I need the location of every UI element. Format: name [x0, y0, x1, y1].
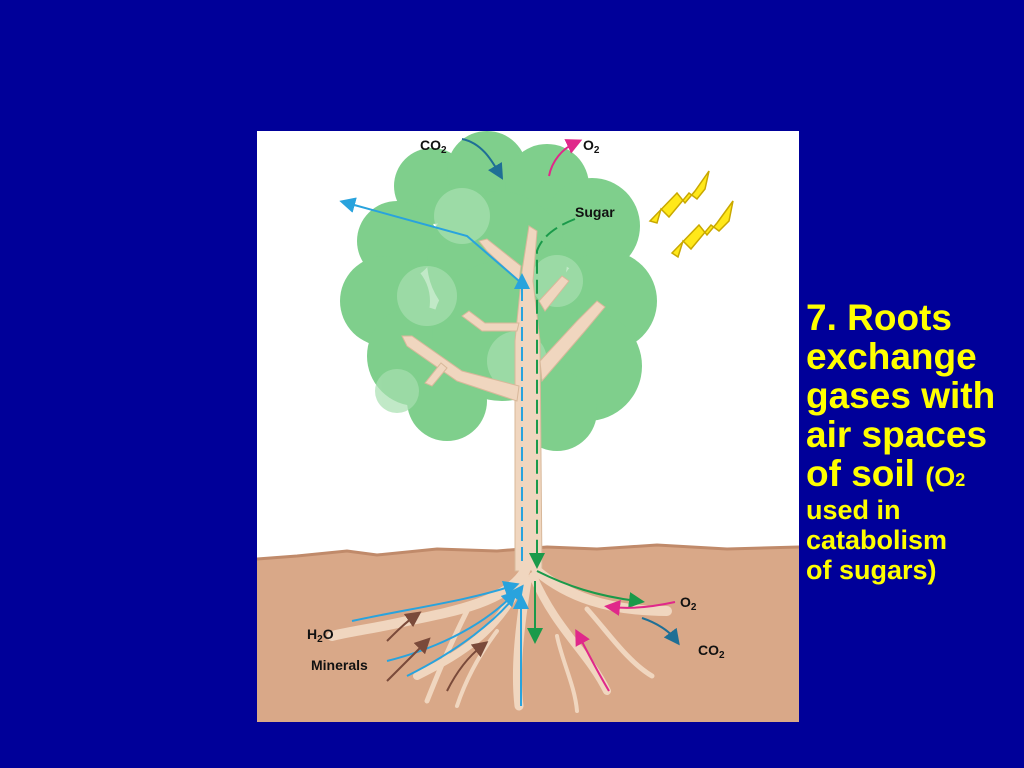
caption-line: 7. Roots: [806, 297, 952, 338]
co2-root-label: CO2: [698, 642, 725, 661]
sunlight-icon: [648, 170, 734, 259]
tree-illustration: [257, 131, 799, 722]
tree-transport-diagram: CO2 O2 Sugar O2 CO2 H2O Minerals: [257, 131, 799, 722]
water-arrows: [339, 197, 530, 706]
mineral-arrows: [386, 611, 489, 692]
caption-line: used in: [806, 495, 901, 525]
co2-top-label: CO2: [420, 137, 447, 156]
co2-root-arrow: [641, 617, 680, 646]
minerals-label: Minerals: [311, 657, 368, 673]
caption-line: of soil (O2: [806, 454, 1021, 495]
caption-paren: (O2: [925, 462, 966, 492]
o2-top-label: O2: [583, 137, 600, 156]
caption-line: gases with: [806, 375, 996, 416]
sugar-arrows: [527, 218, 645, 644]
o2-root-arrow: [604, 599, 676, 616]
caption-line: exchange: [806, 336, 977, 377]
caption-line: air spaces: [806, 414, 988, 455]
caption-text: of soil: [806, 453, 915, 494]
co2-in-arrow: [461, 138, 504, 180]
o2-root-label: O2: [680, 594, 697, 613]
h2o-label: H2O: [307, 626, 334, 645]
sugar-label: Sugar: [575, 204, 615, 220]
caption-line: catabolism: [806, 525, 948, 555]
caption-line: of sugars): [806, 555, 937, 585]
slide-caption: 7. Roots exchange gases with air spaces …: [806, 298, 1021, 585]
o2-out-arrow: [548, 139, 583, 177]
